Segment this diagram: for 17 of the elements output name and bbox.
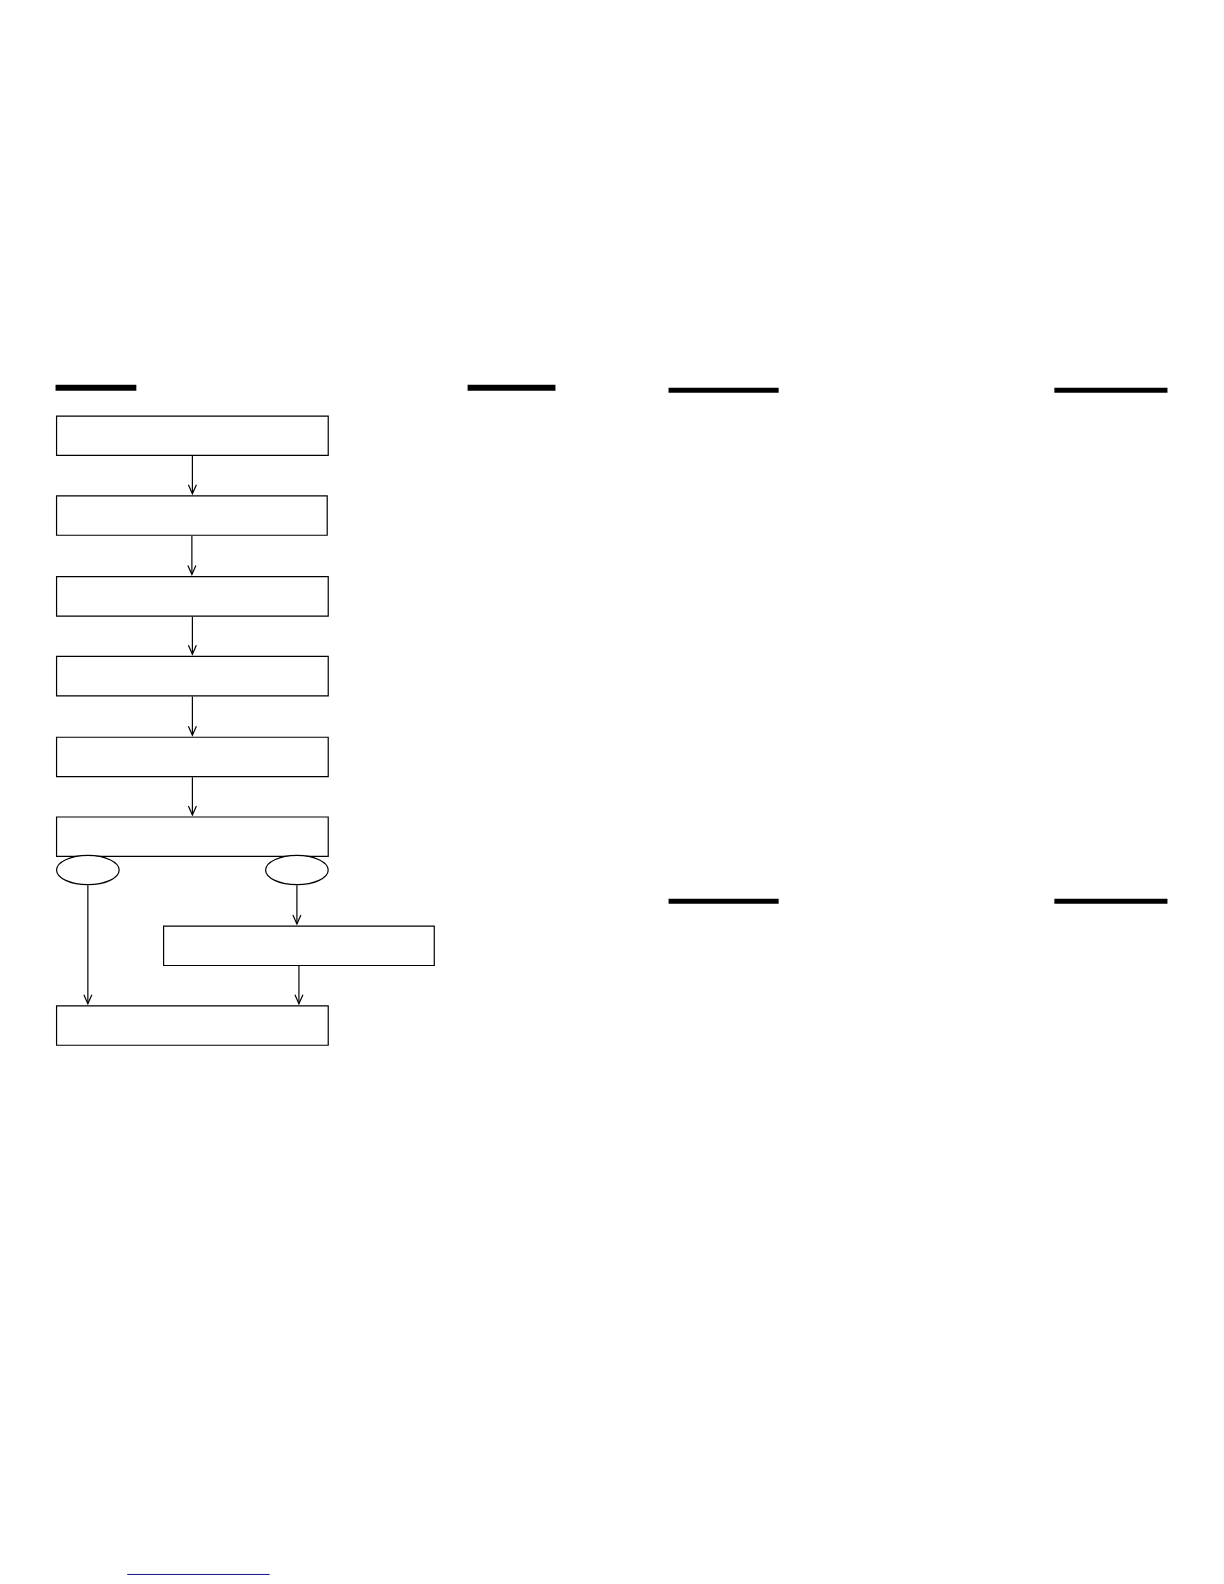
arrow	[187, 535, 197, 577]
arrow	[187, 776, 197, 817]
arrow	[292, 884, 302, 926]
process-box	[55, 495, 328, 536]
process-box	[55, 415, 329, 457]
arrow	[294, 965, 304, 1006]
ellipse	[55, 854, 120, 886]
arrow	[187, 695, 197, 737]
process-box	[55, 1005, 329, 1046]
process-box	[163, 925, 435, 967]
process-box	[55, 736, 329, 778]
ellipse	[265, 854, 329, 886]
process-box	[55, 576, 329, 617]
process-box	[55, 655, 329, 697]
arrow	[83, 884, 93, 1006]
arrow	[187, 455, 197, 496]
arrow	[187, 616, 197, 656]
